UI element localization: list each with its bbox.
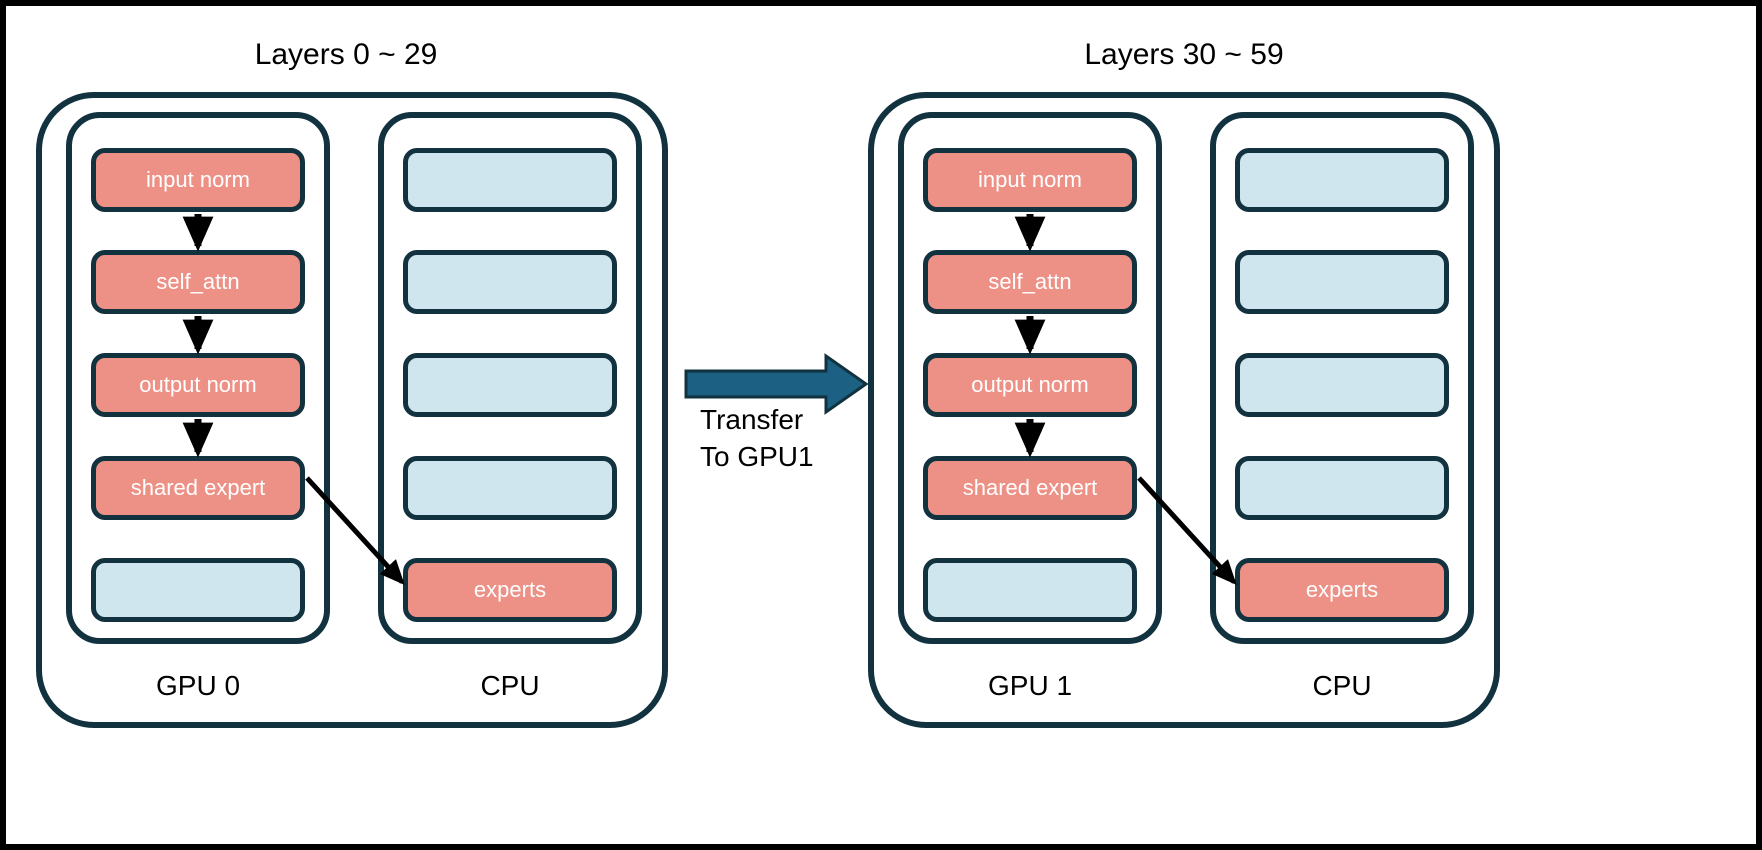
slot-label: shared expert [130,475,266,500]
slot-label: input norm [978,167,1082,192]
frame-bar-left [0,0,6,850]
slot-cpu-left-3[interactable] [403,353,617,417]
slot-label: self_attn [988,269,1072,294]
device-label-gpu1: GPU 1 [987,670,1073,701]
slot-cpu-right-4[interactable] [1235,456,1449,520]
transfer-caption-line1: Transfer [700,404,804,435]
slot-cpu-left-2[interactable] [403,250,617,314]
transfer-caption-line2: To GPU1 [700,440,814,472]
slot-gpu0-output-norm[interactable]: output norm [91,353,305,417]
device-label-cpu-left: CPU [480,670,540,701]
slot-gpu1-input-norm[interactable]: input norm [923,148,1137,212]
slot-gpu0-input-norm[interactable]: input norm [91,148,305,212]
slot-gpu1-empty[interactable] [923,558,1137,622]
slot-cpu-right-3[interactable] [1235,353,1449,417]
slot-label: experts [1305,577,1379,602]
slot-label: output norm [971,372,1089,397]
device-label-cpu-right: CPU [1312,670,1372,701]
device-label-gpu0: GPU 0 [155,670,241,701]
slot-cpu-left-4[interactable] [403,456,617,520]
slot-label: self_attn [156,269,240,294]
panel-title-right: Layers 30 ~ 59 [1084,38,1284,71]
slot-gpu0-self-attn[interactable]: self_attn [91,250,305,314]
slot-gpu1-shared-expert[interactable]: shared expert [923,456,1137,520]
slot-gpu1-output-norm[interactable]: output norm [923,353,1137,417]
frame-bar-right [1756,0,1762,850]
slot-cpu-left-1[interactable] [403,148,617,212]
frame-bar-top [0,0,1762,6]
panel-title-left: Layers 0 ~ 29 [254,38,438,71]
slot-cpu-right-experts[interactable]: experts [1235,558,1449,622]
slot-label: output norm [139,372,257,397]
slot-gpu0-shared-expert[interactable]: shared expert [91,456,305,520]
slot-cpu-right-1[interactable] [1235,148,1449,212]
slot-label: shared expert [962,475,1098,500]
transfer-caption: Transfer To GPU1 [700,402,814,476]
slot-label: experts [473,577,547,602]
slot-gpu0-empty[interactable] [91,558,305,622]
slot-gpu1-self-attn[interactable]: self_attn [923,250,1137,314]
slot-cpu-left-experts[interactable]: experts [403,558,617,622]
frame-bar-bottom [0,844,1762,850]
slot-cpu-right-2[interactable] [1235,250,1449,314]
slot-label: input norm [146,167,250,192]
